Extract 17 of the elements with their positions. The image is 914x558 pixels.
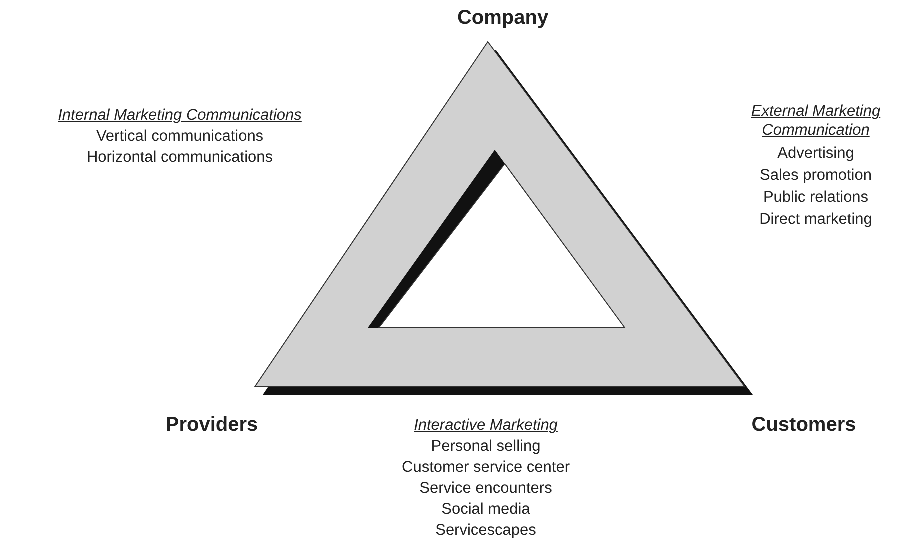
list-item: Customer service center — [402, 458, 570, 477]
list-item: Service encounters — [420, 479, 552, 498]
vertex-label: Providers — [166, 413, 258, 437]
list-item: Personal selling — [431, 437, 541, 456]
vertex-label: Company — [457, 6, 549, 30]
heading: Internal Marketing Communications — [58, 106, 302, 125]
heading: External Marketing Communication — [750, 102, 882, 140]
list-item: Sales promotion — [760, 166, 872, 185]
list-item: Direct marketing — [760, 210, 872, 229]
heading: Interactive Marketing — [414, 416, 558, 435]
list-item: Vertical communications — [96, 127, 264, 146]
list-item: Horizontal communications — [86, 148, 274, 167]
vertex-label: Customers — [752, 413, 856, 437]
list-item: Public relations — [763, 188, 869, 207]
list-item: Advertising — [778, 144, 854, 163]
list-item: Social media — [442, 500, 530, 519]
list-item: Servicescapes — [436, 521, 536, 540]
